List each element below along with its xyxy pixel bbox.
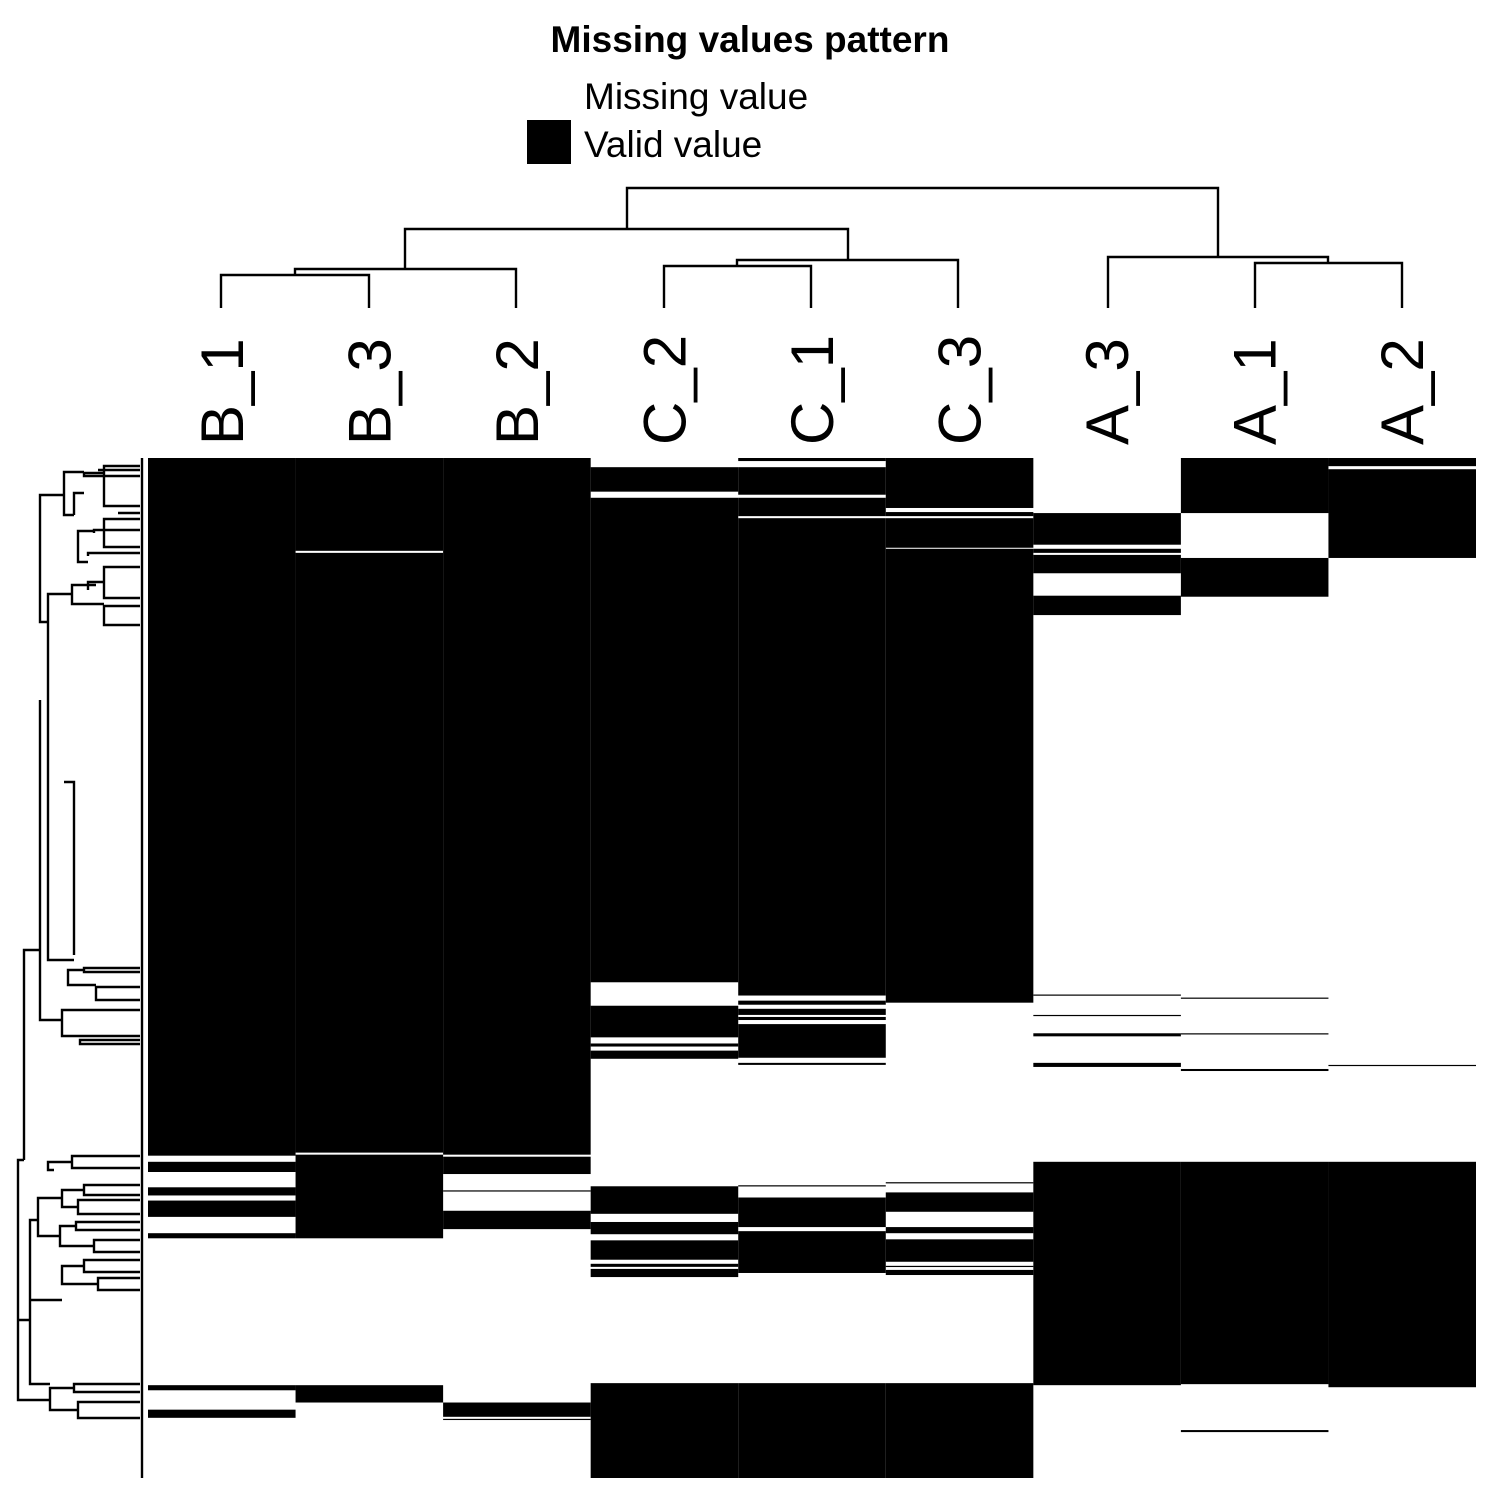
heatmap-cells — [148, 458, 1476, 1478]
legend-label-missing: Missing value — [584, 76, 808, 117]
valid-cell-b-3-1 — [295, 552, 444, 1153]
valid-cell-a-1-5 — [1180, 1161, 1329, 1385]
column-dendrogram-branches — [219, 186, 1404, 308]
valid-cell-a-1-1 — [1180, 557, 1329, 597]
row-dendrogram — [16, 464, 140, 1420]
column-label-a-2: A_2 — [1369, 338, 1436, 445]
valid-cell-a-3-6 — [1033, 1033, 1181, 1037]
valid-cell-b-3-3 — [295, 1385, 444, 1403]
legend: Missing value Valid value — [527, 74, 808, 165]
valid-cell-b-2-0 — [443, 458, 591, 1155]
valid-cell-c-3-1 — [885, 512, 1034, 517]
valid-cell-c-2-4 — [590, 1050, 739, 1059]
row-dendrogram-branches — [16, 464, 140, 1420]
valid-cell-a-3-5 — [1033, 1014, 1181, 1017]
valid-cell-c-1-12 — [738, 1383, 886, 1478]
chart-title: Missing values pattern — [551, 19, 950, 60]
valid-cell-a-3-2 — [1033, 554, 1181, 574]
column-label-b-2: B_2 — [484, 338, 551, 445]
valid-cell-c-1-9 — [738, 1185, 886, 1187]
valid-cell-a-3-1 — [1033, 548, 1181, 553]
valid-cell-b-1-5 — [148, 1385, 296, 1391]
valid-cell-b-1-1 — [148, 1161, 296, 1172]
legend-label-valid: Valid value — [584, 124, 762, 165]
valid-cell-a-2-1 — [1328, 469, 1476, 558]
valid-cell-b-2-1 — [443, 1156, 591, 1175]
column-label-b-3: B_3 — [336, 338, 403, 445]
valid-cell-c-3-9 — [885, 1269, 1034, 1276]
column-label-c-3: C_3 — [927, 335, 994, 445]
valid-cell-b-2-5 — [443, 1418, 591, 1421]
valid-cell-a-1-6 — [1180, 1430, 1329, 1433]
valid-cell-c-3-5 — [885, 1192, 1034, 1212]
valid-cell-a-2-0 — [1328, 458, 1476, 467]
valid-cell-c-1-10 — [738, 1197, 886, 1228]
valid-cell-a-3-8 — [1033, 1161, 1181, 1386]
valid-cell-c-2-7 — [590, 1240, 739, 1260]
valid-cell-c-3-7 — [885, 1239, 1034, 1262]
valid-cell-b-3-2 — [295, 1154, 444, 1239]
column-label-a-3: A_3 — [1074, 338, 1141, 445]
valid-cell-c-3-3 — [885, 548, 1034, 1003]
valid-cell-c-1-4 — [738, 1000, 886, 1005]
legend-swatch-valid — [527, 120, 571, 164]
valid-cell-a-3-4 — [1033, 994, 1181, 996]
valid-cell-c-1-0 — [738, 458, 886, 462]
valid-cell-c-1-11 — [738, 1231, 886, 1273]
valid-cell-a-1-0 — [1180, 458, 1329, 514]
valid-cell-c-3-4 — [885, 1182, 1034, 1184]
valid-cell-a-3-7 — [1033, 1062, 1181, 1067]
column-label-c-1: C_1 — [779, 335, 846, 445]
valid-cell-c-2-9 — [590, 1268, 739, 1278]
column-label-b-1: B_1 — [189, 338, 256, 445]
valid-cell-c-1-2 — [738, 497, 886, 517]
valid-cell-b-1-3 — [148, 1200, 296, 1217]
column-label-c-2: C_2 — [631, 335, 698, 445]
valid-cell-b-2-2 — [443, 1190, 591, 1192]
valid-cell-c-2-2 — [590, 1005, 739, 1038]
valid-cell-c-2-10 — [590, 1383, 739, 1478]
valid-cell-c-1-1 — [738, 467, 886, 495]
valid-cell-a-3-3 — [1033, 595, 1181, 616]
valid-cell-a-1-2 — [1180, 997, 1329, 999]
column-label-a-1: A_1 — [1222, 338, 1289, 445]
valid-cell-a-1-4 — [1180, 1068, 1329, 1072]
column-dendrogram — [219, 186, 1404, 308]
valid-cell-c-2-8 — [590, 1263, 739, 1267]
valid-cell-b-1-0 — [148, 458, 296, 1156]
valid-cell-b-2-3 — [443, 1210, 591, 1230]
valid-cell-c-3-0 — [885, 458, 1034, 508]
valid-cell-c-3-6 — [885, 1227, 1034, 1234]
valid-cell-c-2-3 — [590, 1043, 739, 1047]
valid-cell-a-1-3 — [1180, 1033, 1329, 1035]
valid-cell-c-3-10 — [885, 1383, 1034, 1478]
valid-cell-b-2-4 — [443, 1402, 591, 1417]
valid-cell-b-1-2 — [148, 1187, 296, 1196]
column-labels: B_1 B_3 B_2 C_2 C_1 C_3 A_3 A_1 A_2 — [189, 335, 1436, 445]
valid-cell-c-2-0 — [590, 467, 739, 492]
valid-cell-c-1-7 — [738, 1024, 886, 1058]
valid-cell-b-1-4 — [148, 1233, 296, 1239]
valid-cell-c-3-8 — [885, 1265, 1034, 1268]
valid-cell-c-1-8 — [738, 1062, 886, 1065]
valid-cell-c-2-5 — [590, 1186, 739, 1214]
valid-cell-c-1-3 — [738, 518, 886, 996]
valid-cell-a-2-3 — [1328, 1161, 1476, 1388]
legend-swatch-missing — [527, 74, 571, 118]
valid-cell-c-2-1 — [590, 497, 739, 983]
valid-cell-c-3-2 — [885, 518, 1034, 548]
valid-cell-b-1-6 — [148, 1409, 296, 1418]
valid-cell-c-2-6 — [590, 1221, 739, 1235]
valid-cell-c-1-6 — [738, 1016, 886, 1021]
valid-cell-b-3-0 — [295, 458, 444, 551]
valid-cell-a-3-0 — [1033, 513, 1181, 545]
valid-cell-a-2-2 — [1328, 1064, 1476, 1067]
valid-cell-c-1-5 — [738, 1008, 886, 1015]
